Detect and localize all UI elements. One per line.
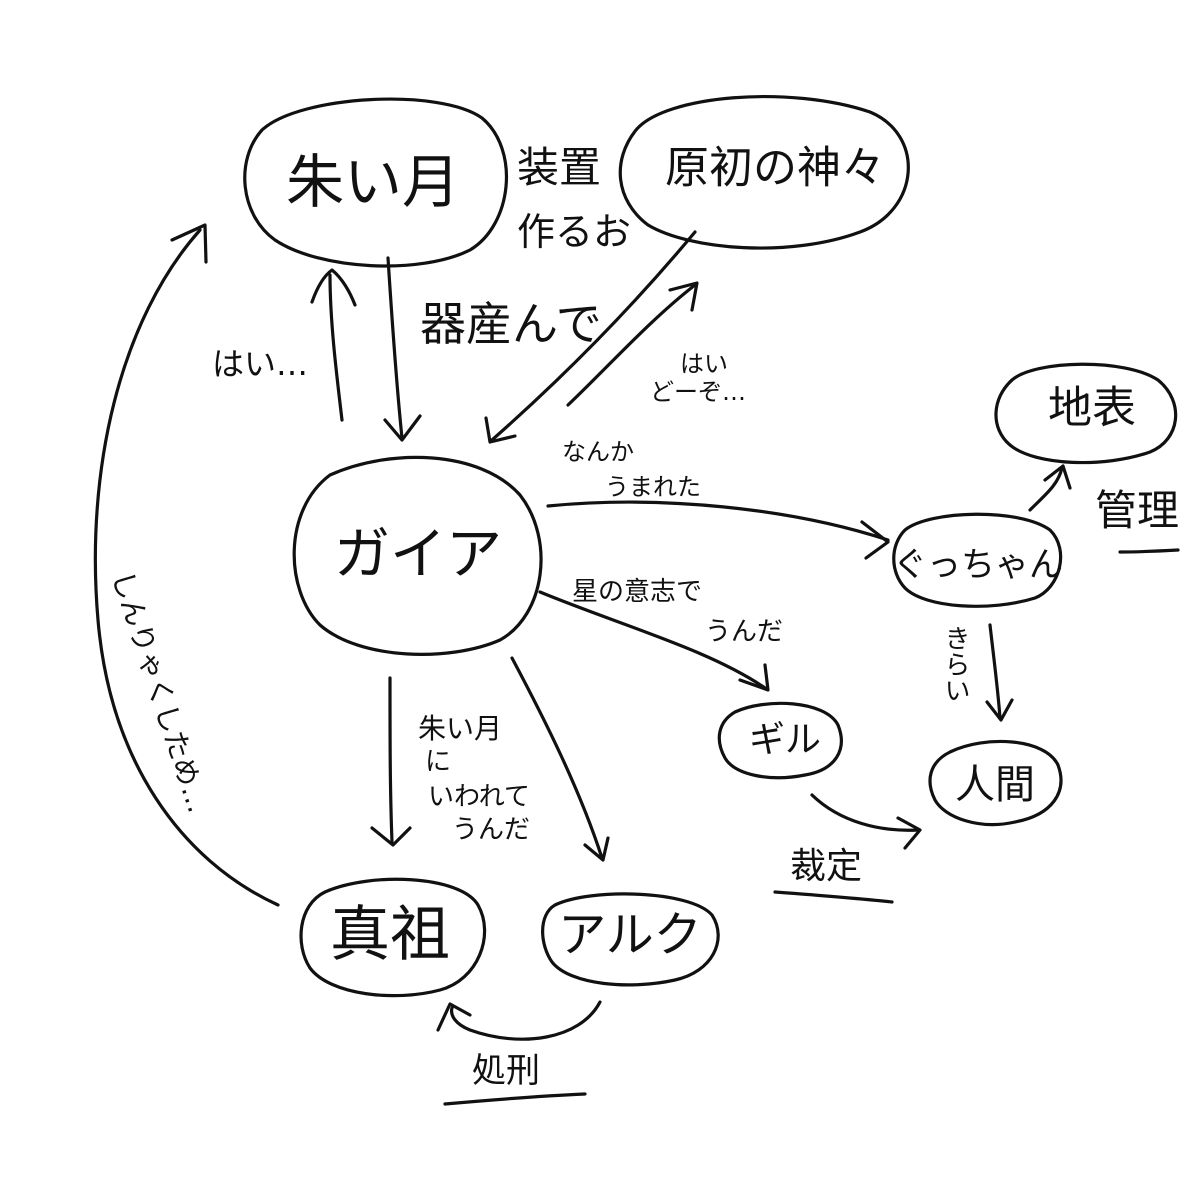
label-iware-4: うんだ [452, 815, 530, 845]
node-aruku: アルク [541, 892, 720, 987]
node-label-giru: ギル [749, 720, 821, 761]
label-hai-douzo-2: どーぞ… [650, 378, 746, 406]
node-ningen: 人間 [928, 739, 1063, 827]
node-gucchan: ぐっちゃん [892, 512, 1063, 608]
arrow-aruku-to-shinso [436, 1000, 602, 1041]
label-hoshi-no-ishi-1: 星の意志で [572, 577, 702, 607]
underline-shokei [443, 1092, 587, 1106]
node-genshi-no-kamigami: 原初の神々 [618, 95, 910, 250]
arrow-giru-to-ningen [810, 793, 922, 850]
node-gaia: ガイア [292, 455, 543, 656]
arrow-gaia-to-shinso [370, 676, 412, 847]
label-hai-douzo-1: はい [680, 350, 728, 378]
label-hoshi-no-ishi-2: うんだ [705, 617, 783, 647]
arrow-gaia-to-genshi [566, 281, 699, 407]
arrow-shinso-to-akai-tsuki [93, 223, 280, 907]
label-nanka-2: うまれた [605, 473, 701, 501]
label-kanri: 管理 [1095, 486, 1179, 535]
node-label-aruku: アルク [558, 907, 702, 963]
underline-kanri [1118, 548, 1180, 554]
label-iware-1: 朱い月 [418, 712, 502, 745]
arrow-gucchan-to-chihyou [1028, 464, 1072, 512]
arrow-gaia-to-aruku [510, 656, 610, 862]
label-nanka-1: なんか [562, 438, 634, 466]
label-shokei: 処刑 [472, 1051, 540, 1091]
node-label-gaia: ガイア [334, 523, 502, 588]
underline-kettei [773, 890, 894, 904]
label-kettei: 裁定 [790, 846, 862, 887]
node-label-genshi-no-kamigami: 原初の神々 [665, 143, 885, 194]
node-chihyou: 地表 [994, 362, 1178, 465]
node-giru: ギル [717, 701, 843, 780]
node-akai-tsuki: 朱い月 [243, 97, 509, 268]
arrow-genshi-to-gaia [484, 230, 697, 444]
arrow-gaia-to-gucchan [546, 500, 890, 560]
arrow-gucchan-to-ningen [985, 623, 1014, 722]
arrow-akai-tsuki-to-gaia [383, 256, 422, 442]
node-shinso: 真祖 [299, 877, 487, 998]
node-label-shinso: 真祖 [330, 900, 450, 970]
node-label-akai-tsuki: 朱い月 [286, 148, 460, 216]
label-souchi-1: 装置 [517, 143, 601, 192]
label-hai-left: はい… [212, 345, 308, 383]
label-iware-2: に [425, 747, 451, 777]
arrow-gaia-to-akai-tsuki [310, 268, 357, 422]
label-souchi-2: 作るお [517, 210, 631, 254]
node-label-ningen: 人間 [955, 762, 1035, 808]
node-label-chihyou: 地表 [1048, 383, 1136, 434]
label-kirai: きらい [940, 625, 970, 703]
node-label-gucchan: ぐっちゃん [893, 545, 1063, 585]
label-shinryaku: しんりゃくしため… [105, 567, 214, 817]
arrow-gaia-to-giru [538, 590, 770, 692]
label-utsuwa: 器産んで [420, 297, 602, 351]
label-iware-3: いわれて [428, 782, 530, 812]
